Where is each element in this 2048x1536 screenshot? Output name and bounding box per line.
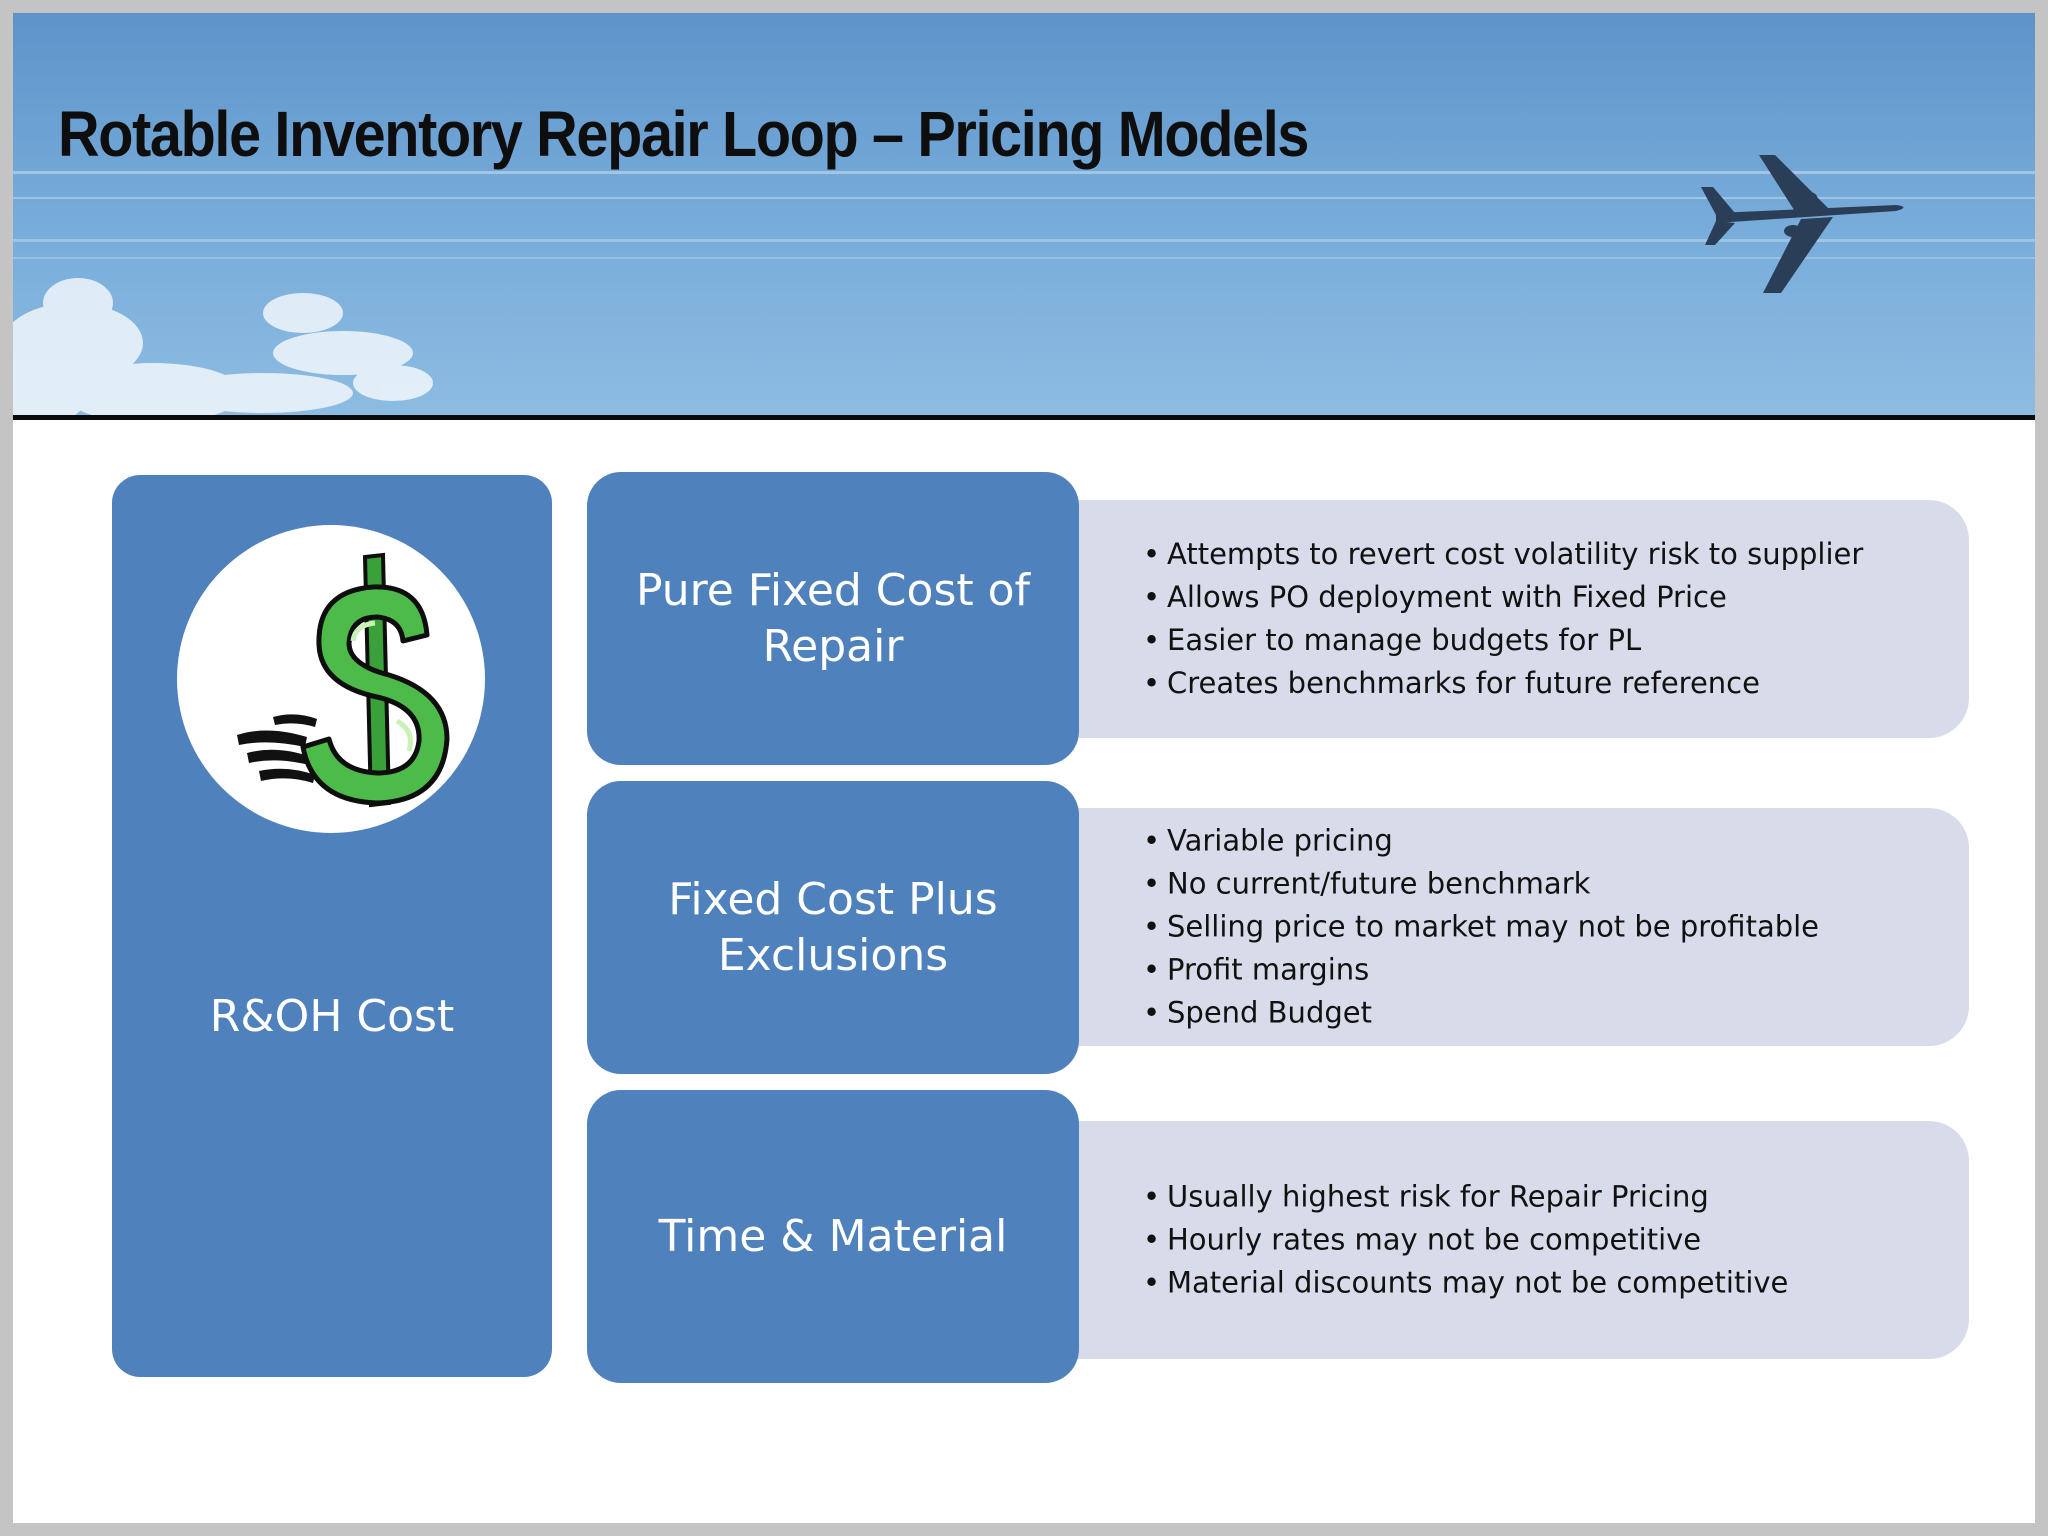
slide: Rotable Inventory Repair Loop – Pricing … — [13, 13, 2035, 1523]
bullet-list: Usually highest risk for Repair Pricing … — [1143, 1176, 1788, 1305]
list-item: Attempts to revert cost volatility risk … — [1143, 533, 1863, 576]
cost-category-label: R&OH Cost — [209, 991, 455, 1042]
list-item: Selling price to market may not be profi… — [1143, 906, 1819, 949]
header-banner: Rotable Inventory Repair Loop – Pricing … — [13, 13, 2035, 415]
page-title: Rotable Inventory Repair Loop – Pricing … — [58, 98, 1309, 170]
pricing-model-fixed-plus-exclusions: Fixed Cost Plus Exclusions — [587, 781, 1079, 1074]
pricing-model-fixed-cost-details: Attempts to revert cost volatility risk … — [1049, 500, 1969, 738]
pricing-model-time-material: Time & Material — [587, 1090, 1079, 1383]
pricing-model-title: Pure Fixed Cost of Repair — [635, 564, 1031, 672]
pricing-model-fixed-cost: Pure Fixed Cost of Repair — [587, 472, 1079, 765]
list-item: Spend Budget — [1143, 992, 1819, 1035]
pricing-model-fixed-plus-exclusions-details: Variable pricing No current/future bench… — [1049, 808, 1969, 1046]
airplane-icon — [1701, 155, 1904, 293]
cost-category-panel: R&OH Cost — [112, 475, 552, 1377]
dollar-icon-badge — [177, 525, 485, 833]
sky-background — [13, 171, 2035, 415]
list-item: Variable pricing — [1143, 820, 1819, 863]
pricing-model-title: Fixed Cost Plus Exclusions — [668, 873, 998, 981]
bullet-list: Attempts to revert cost volatility risk … — [1143, 533, 1863, 705]
list-item: Usually highest risk for Repair Pricing — [1143, 1176, 1788, 1219]
list-item: Hourly rates may not be competitive — [1143, 1219, 1788, 1262]
list-item: Creates benchmarks for future reference — [1143, 662, 1863, 705]
header-divider — [13, 415, 2035, 420]
clouds — [13, 278, 433, 415]
list-item: Profit margins — [1143, 949, 1819, 992]
pricing-model-title: Time & Material — [658, 1210, 1008, 1262]
list-item: No current/future benchmark — [1143, 863, 1819, 906]
list-item: Allows PO deployment with Fixed Price — [1143, 576, 1863, 619]
list-item: Material discounts may not be competitiv… — [1143, 1262, 1788, 1305]
dollar-sign-icon — [237, 552, 450, 808]
list-item: Easier to manage budgets for PL — [1143, 619, 1863, 662]
pricing-model-time-material-details: Usually highest risk for Repair Pricing … — [1049, 1121, 1969, 1359]
bullet-list: Variable pricing No current/future bench… — [1143, 820, 1819, 1035]
